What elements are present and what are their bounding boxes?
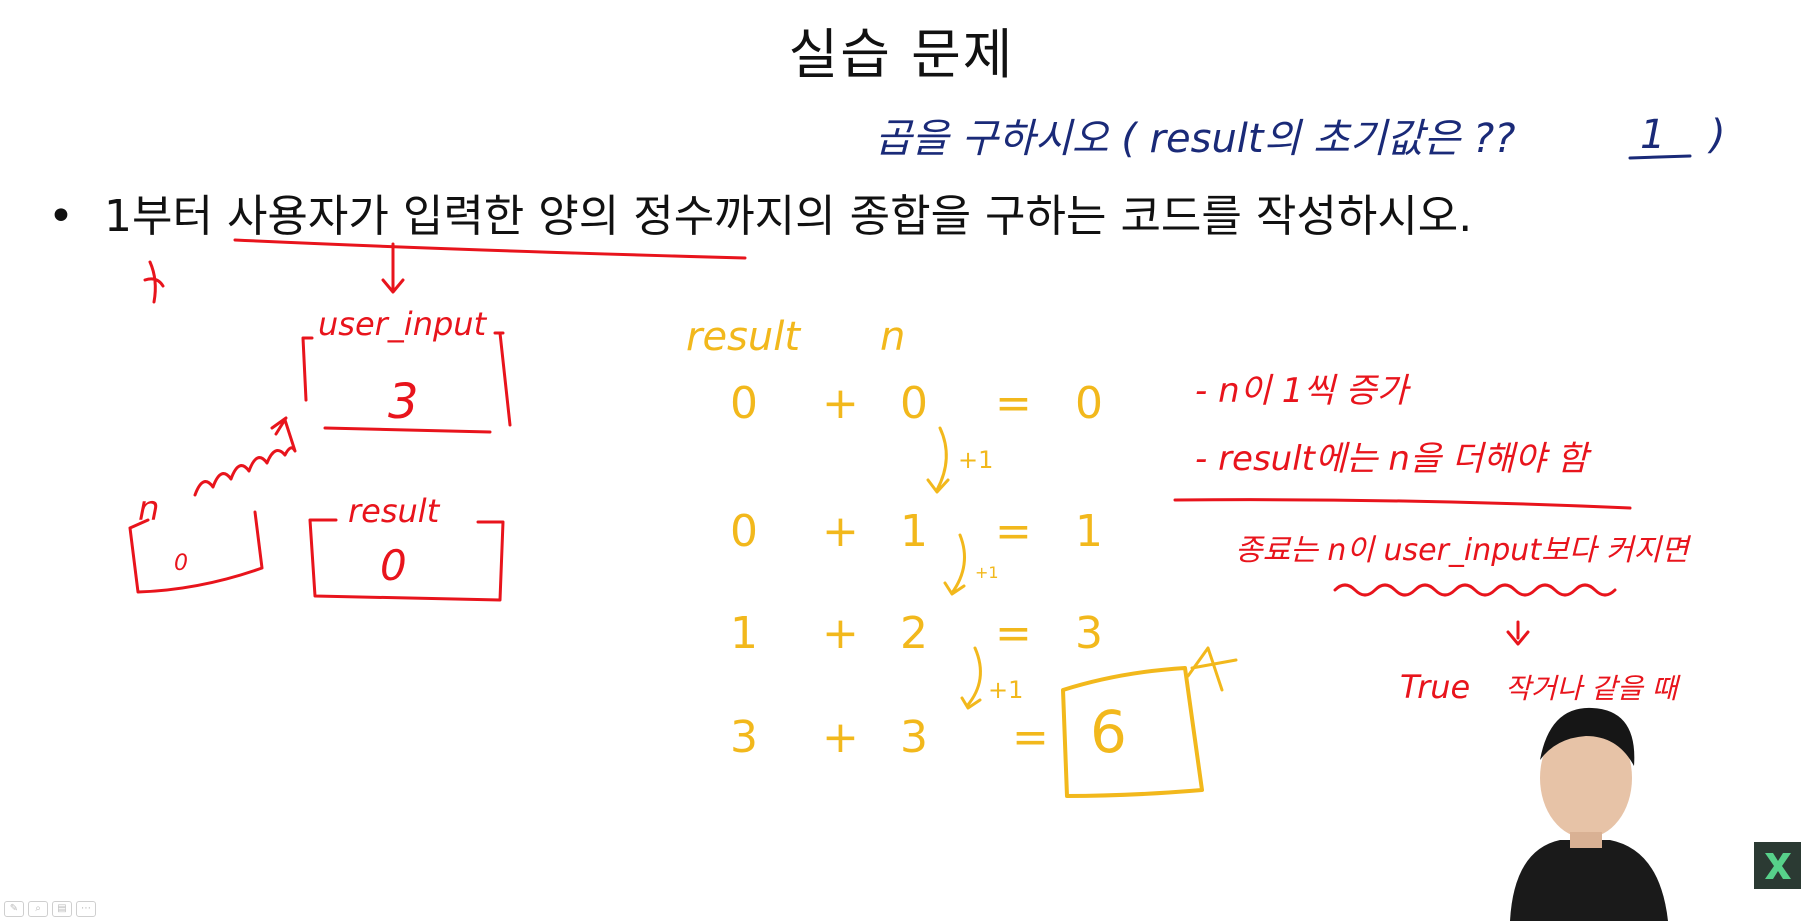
step-2: +1: [975, 563, 999, 582]
note-1: - n이 1씩 증가: [1195, 371, 1412, 411]
yellow-row-4-op: +: [822, 712, 859, 763]
blue-question: 곱을 구하시오 ( result의 초기값은 ??: [875, 116, 1515, 162]
blue-answer: 1: [1640, 112, 1665, 158]
step-1: +1: [958, 446, 993, 474]
red-underline: [233, 238, 747, 260]
label-user-input: user_input: [318, 305, 488, 343]
viewer-toolbar: ✎ ⌕ ▤ ⋯: [4, 901, 96, 917]
label-result: result: [348, 492, 441, 530]
true-condition: 작거나 같을 때: [1505, 672, 1682, 705]
yellow-row-2-eq: =: [995, 506, 1032, 557]
yellow-row-4-r: 6: [1090, 698, 1127, 766]
yellow-row-1-a: 0: [730, 378, 758, 429]
small-mark: [143, 260, 165, 304]
step-3: +1: [988, 676, 1023, 704]
note-condition: 종료는 n이 user_input보다 커지면: [1235, 533, 1692, 568]
down-arrow-right: [1506, 620, 1530, 646]
yellow-row-3-eq: =: [995, 608, 1032, 659]
yellow-arrow-1: [926, 426, 950, 494]
pen-icon[interactable]: ✎: [4, 901, 24, 917]
result-box: [308, 518, 505, 602]
loop-scribble: [193, 416, 297, 497]
yellow-row-1-r: 0: [1075, 378, 1103, 429]
yellow-row-2-a: 0: [730, 506, 758, 557]
slide-title: 실습 문제: [788, 23, 1015, 86]
yellow-row-2-b: 1: [900, 506, 928, 557]
header-result: result: [686, 314, 801, 360]
down-arrow: [381, 242, 405, 294]
pages-icon[interactable]: ▤: [52, 901, 72, 917]
bullet-dot-icon: •: [48, 191, 74, 242]
wavy-underline: [1333, 583, 1617, 597]
yellow-row-4-a: 3: [730, 712, 758, 763]
star-icon: [1186, 646, 1238, 692]
presenter-webcam: [1510, 707, 1668, 921]
note-2: - result에는 n을 더해야 함: [1195, 439, 1593, 479]
yellow-row-1-eq: =: [995, 378, 1032, 429]
yellow-row-1-op: +: [822, 378, 859, 429]
answer-box: [1061, 666, 1204, 798]
yellow-rows: 0+0=00+1=11+2=33+3=6: [730, 378, 1127, 766]
yellow-row-4-b: 3: [900, 712, 928, 763]
yellow-row-3-r: 3: [1075, 608, 1103, 659]
yellow-row-2-r: 1: [1075, 506, 1103, 557]
brand-logo-icon: [1764, 852, 1791, 879]
bullet-item: • 1부터 사용자가 입력한 양의 정수까지의 종합을 구하는 코드를 작성하시오…: [48, 180, 1472, 244]
yellow-row-4-eq: =: [1012, 712, 1049, 763]
yellow-row-3-op: +: [822, 608, 859, 659]
yellow-row-2-op: +: [822, 506, 859, 557]
yellow-arrow-2: [943, 533, 966, 596]
more-icon[interactable]: ⋯: [76, 901, 96, 917]
blue-close-paren: ): [1707, 112, 1726, 158]
blue-answer-underline: [1628, 154, 1692, 160]
bullet-text: 1부터 사용자가 입력한 양의 정수까지의 종합을 구하는 코드를 작성하시오.: [104, 191, 1473, 242]
user-input-box: [301, 331, 512, 434]
value-user-input: 3: [388, 374, 419, 430]
n-box: [128, 510, 264, 594]
yellow-row-1-b: 0: [900, 378, 928, 429]
notes-underline: [1173, 498, 1632, 510]
true-label: True: [1400, 668, 1470, 706]
zoom-icon[interactable]: ⌕: [28, 901, 48, 917]
value-result: 0: [380, 541, 407, 590]
brand-logo: [1754, 842, 1801, 889]
yellow-row-3-a: 1: [730, 608, 758, 659]
value-n: 0: [174, 551, 188, 576]
yellow-row-3-b: 2: [900, 608, 928, 659]
label-n: n: [138, 489, 160, 529]
header-n: n: [880, 314, 905, 360]
yellow-arrow-3: [960, 646, 982, 710]
